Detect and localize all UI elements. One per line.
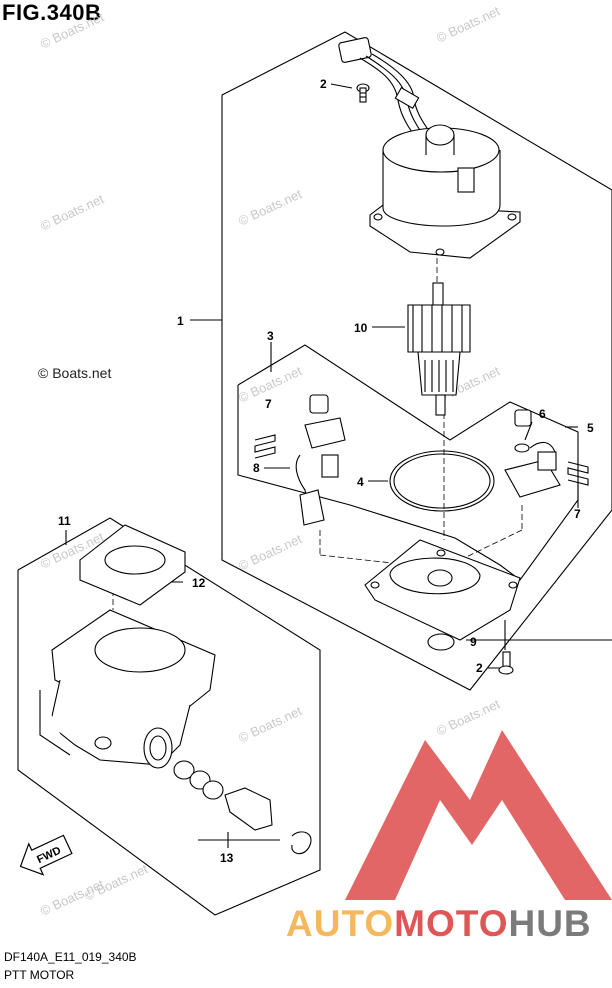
callout-1: 1 (177, 314, 184, 328)
brush-holder-right (504, 409, 561, 498)
callout-5: 5 (587, 421, 594, 435)
o-ring (389, 450, 495, 512)
callout-11: 11 (58, 514, 71, 528)
end-frame (364, 539, 521, 641)
callout-8: 8 (253, 461, 260, 475)
screw-2-bottom (498, 651, 514, 675)
screw-2-top (356, 83, 370, 103)
callout-3: 3 (267, 329, 274, 343)
figure-code: DF140A_E11_019_340B (4, 950, 137, 964)
callout-13: 13 (220, 851, 234, 865)
brand-hub: HUB (508, 903, 592, 944)
brush-holder-left (295, 394, 346, 526)
callout-6: 6 (539, 407, 546, 421)
brand-auto: AUTO (286, 903, 395, 944)
spring-right (567, 461, 589, 486)
spring-left (254, 434, 276, 459)
gasket (79, 524, 186, 606)
callout-2-bottom: 2 (476, 661, 483, 675)
assembly-outline-3 (237, 344, 579, 581)
figure-caption: PTT MOTOR (4, 968, 75, 982)
automotohub-logo-mark (345, 730, 612, 900)
seal-9 (427, 633, 455, 651)
fwd-arrow-icon (19, 834, 73, 876)
brand-moto: MOTO (394, 903, 509, 944)
assembly-outline-11 (17, 517, 321, 916)
watermark-dark: © Boats.net (38, 365, 112, 381)
motor-cable (338, 37, 441, 151)
motor-yoke (369, 124, 521, 259)
valve-parts (173, 760, 312, 855)
pump-housing (39, 609, 216, 769)
callout-7-left: 7 (265, 397, 272, 411)
leader-line (330, 83, 353, 89)
callout-7-right: 7 (574, 507, 581, 521)
assembly-outline-1 (221, 31, 612, 691)
callout-4: 4 (357, 475, 364, 489)
callout-2-top: 2 (320, 77, 327, 91)
callout-9: 9 (470, 635, 477, 649)
callout-10: 10 (354, 321, 368, 335)
armature (407, 282, 471, 416)
automotohub-logo-text: AUTOMOTOHUB (286, 903, 592, 945)
callout-12: 12 (192, 576, 206, 590)
figure-title: FIG.340B (2, 0, 102, 25)
